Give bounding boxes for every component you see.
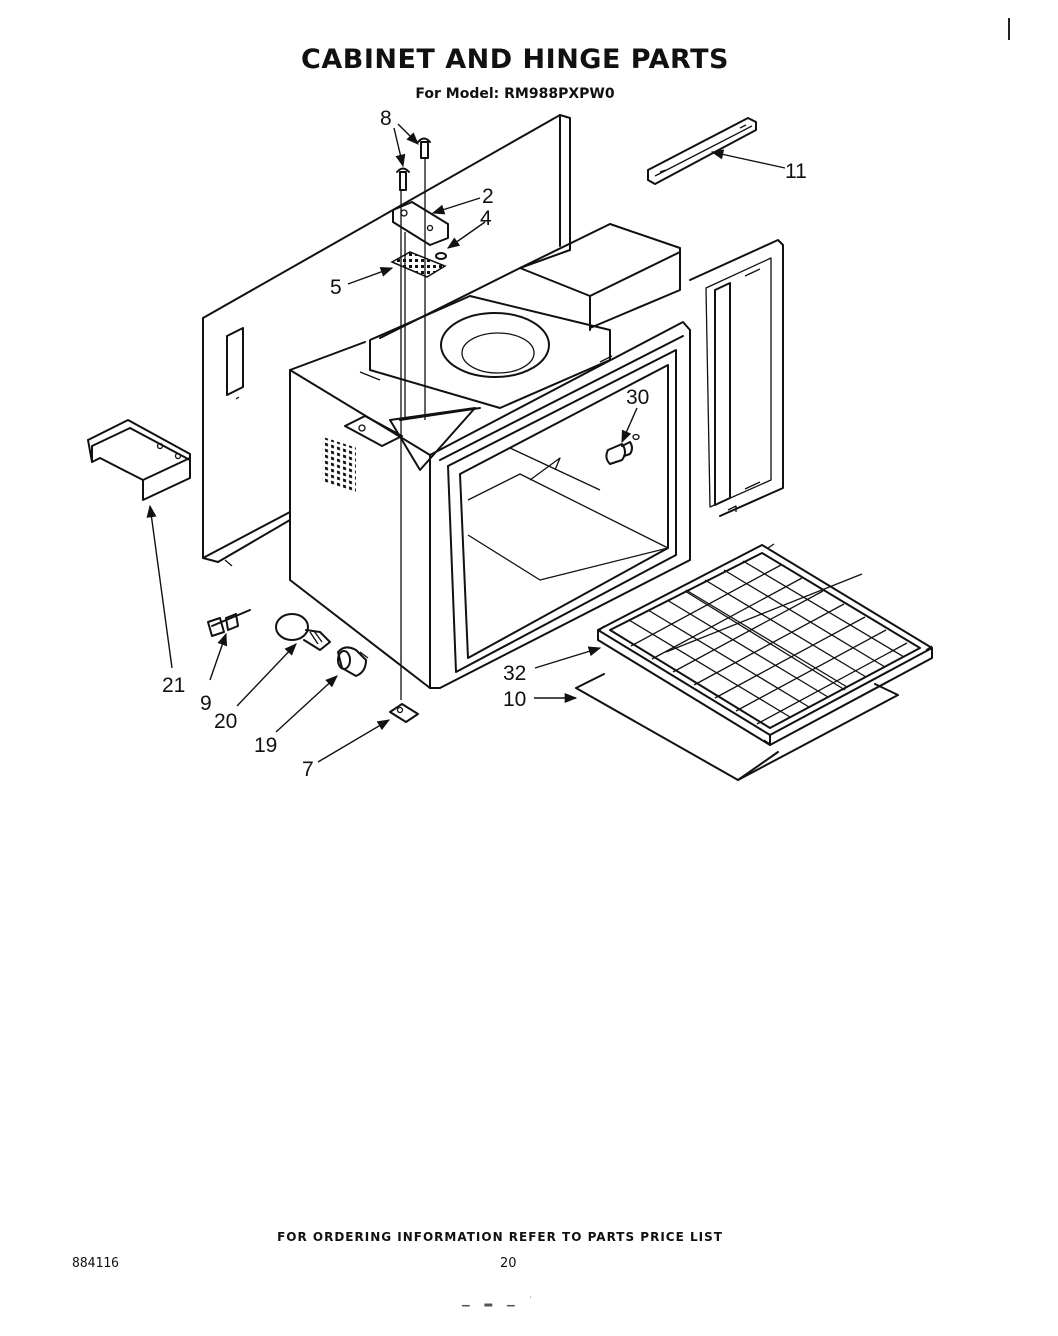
cabinet-wrapper bbox=[202, 114, 571, 567]
part-10-sheet bbox=[575, 673, 899, 781]
callout-19: 19 bbox=[254, 734, 277, 757]
callout-labels: 8 2 4 5 11 30 21 9 20 19 7 32 10 bbox=[162, 107, 807, 781]
part-20-bulb bbox=[275, 613, 331, 651]
callout-20: 20 bbox=[214, 710, 237, 733]
part-7-bracket bbox=[389, 703, 419, 723]
ordering-note: FOR ORDERING INFORMATION REFER TO PARTS … bbox=[277, 1230, 723, 1244]
top-components bbox=[359, 223, 681, 409]
callout-11: 11 bbox=[785, 160, 807, 183]
page-title: CABINET AND HINGE PARTS bbox=[301, 44, 729, 75]
part-11-bar bbox=[647, 117, 757, 185]
model-subtitle: For Model: RM988PXPW0 bbox=[415, 86, 615, 102]
part-21-bracket bbox=[87, 419, 191, 501]
callout-30: 30 bbox=[626, 386, 649, 409]
callout-5: 5 bbox=[330, 276, 342, 299]
callout-2: 2 bbox=[482, 185, 494, 208]
part-32-rack bbox=[597, 543, 933, 746]
scan-corner-mark bbox=[1008, 18, 1010, 40]
page-number: 20 bbox=[500, 1256, 517, 1271]
part-9-pin bbox=[207, 609, 251, 637]
leader-lines bbox=[146, 123, 786, 763]
door-frame bbox=[429, 321, 691, 689]
right-side-panel bbox=[689, 239, 784, 517]
callout-10: 10 bbox=[503, 688, 526, 711]
callout-9: 9 bbox=[200, 692, 212, 715]
document-number: 884116 bbox=[72, 1256, 119, 1271]
callout-32: 32 bbox=[503, 662, 526, 685]
callout-21: 21 bbox=[162, 674, 185, 697]
callout-4: 4 bbox=[480, 207, 492, 230]
callout-7: 7 bbox=[302, 758, 314, 781]
scan-artifacts: ▁ ▂ ▁ ˙ bbox=[462, 1296, 539, 1307]
callout-8: 8 bbox=[380, 107, 392, 130]
part-19-socket bbox=[337, 646, 369, 677]
